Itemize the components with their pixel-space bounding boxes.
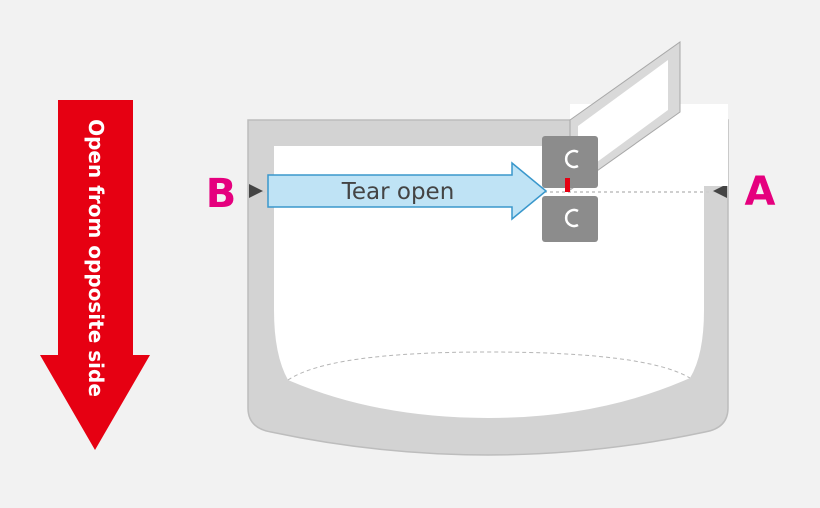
tear-mark-icon (565, 178, 570, 192)
torn-strip-flap-inner (578, 60, 668, 176)
notch-circle-icon (564, 208, 579, 228)
point-a-label: A (745, 169, 776, 215)
tear-open-arrow: Tear open (267, 161, 548, 221)
tear-open-arrow-shape (267, 161, 548, 221)
notch-tab-lower (542, 196, 598, 242)
notch-circle-icon (564, 149, 579, 169)
tear-notch-tab (542, 136, 598, 242)
open-from-opposite-side-arrow: Open from opposite side (40, 100, 150, 450)
big-red-down-arrow-icon (40, 100, 150, 450)
tear-open-label: Tear open (341, 179, 455, 205)
open-from-opposite-side-label: Open from opposite side (84, 119, 108, 397)
notch-b-marker (249, 184, 263, 198)
notch-a-marker (713, 184, 727, 198)
notch-tab-upper (542, 136, 598, 188)
pouch-bottom-gusset-line (287, 351, 691, 381)
point-b-label: B (206, 171, 237, 217)
